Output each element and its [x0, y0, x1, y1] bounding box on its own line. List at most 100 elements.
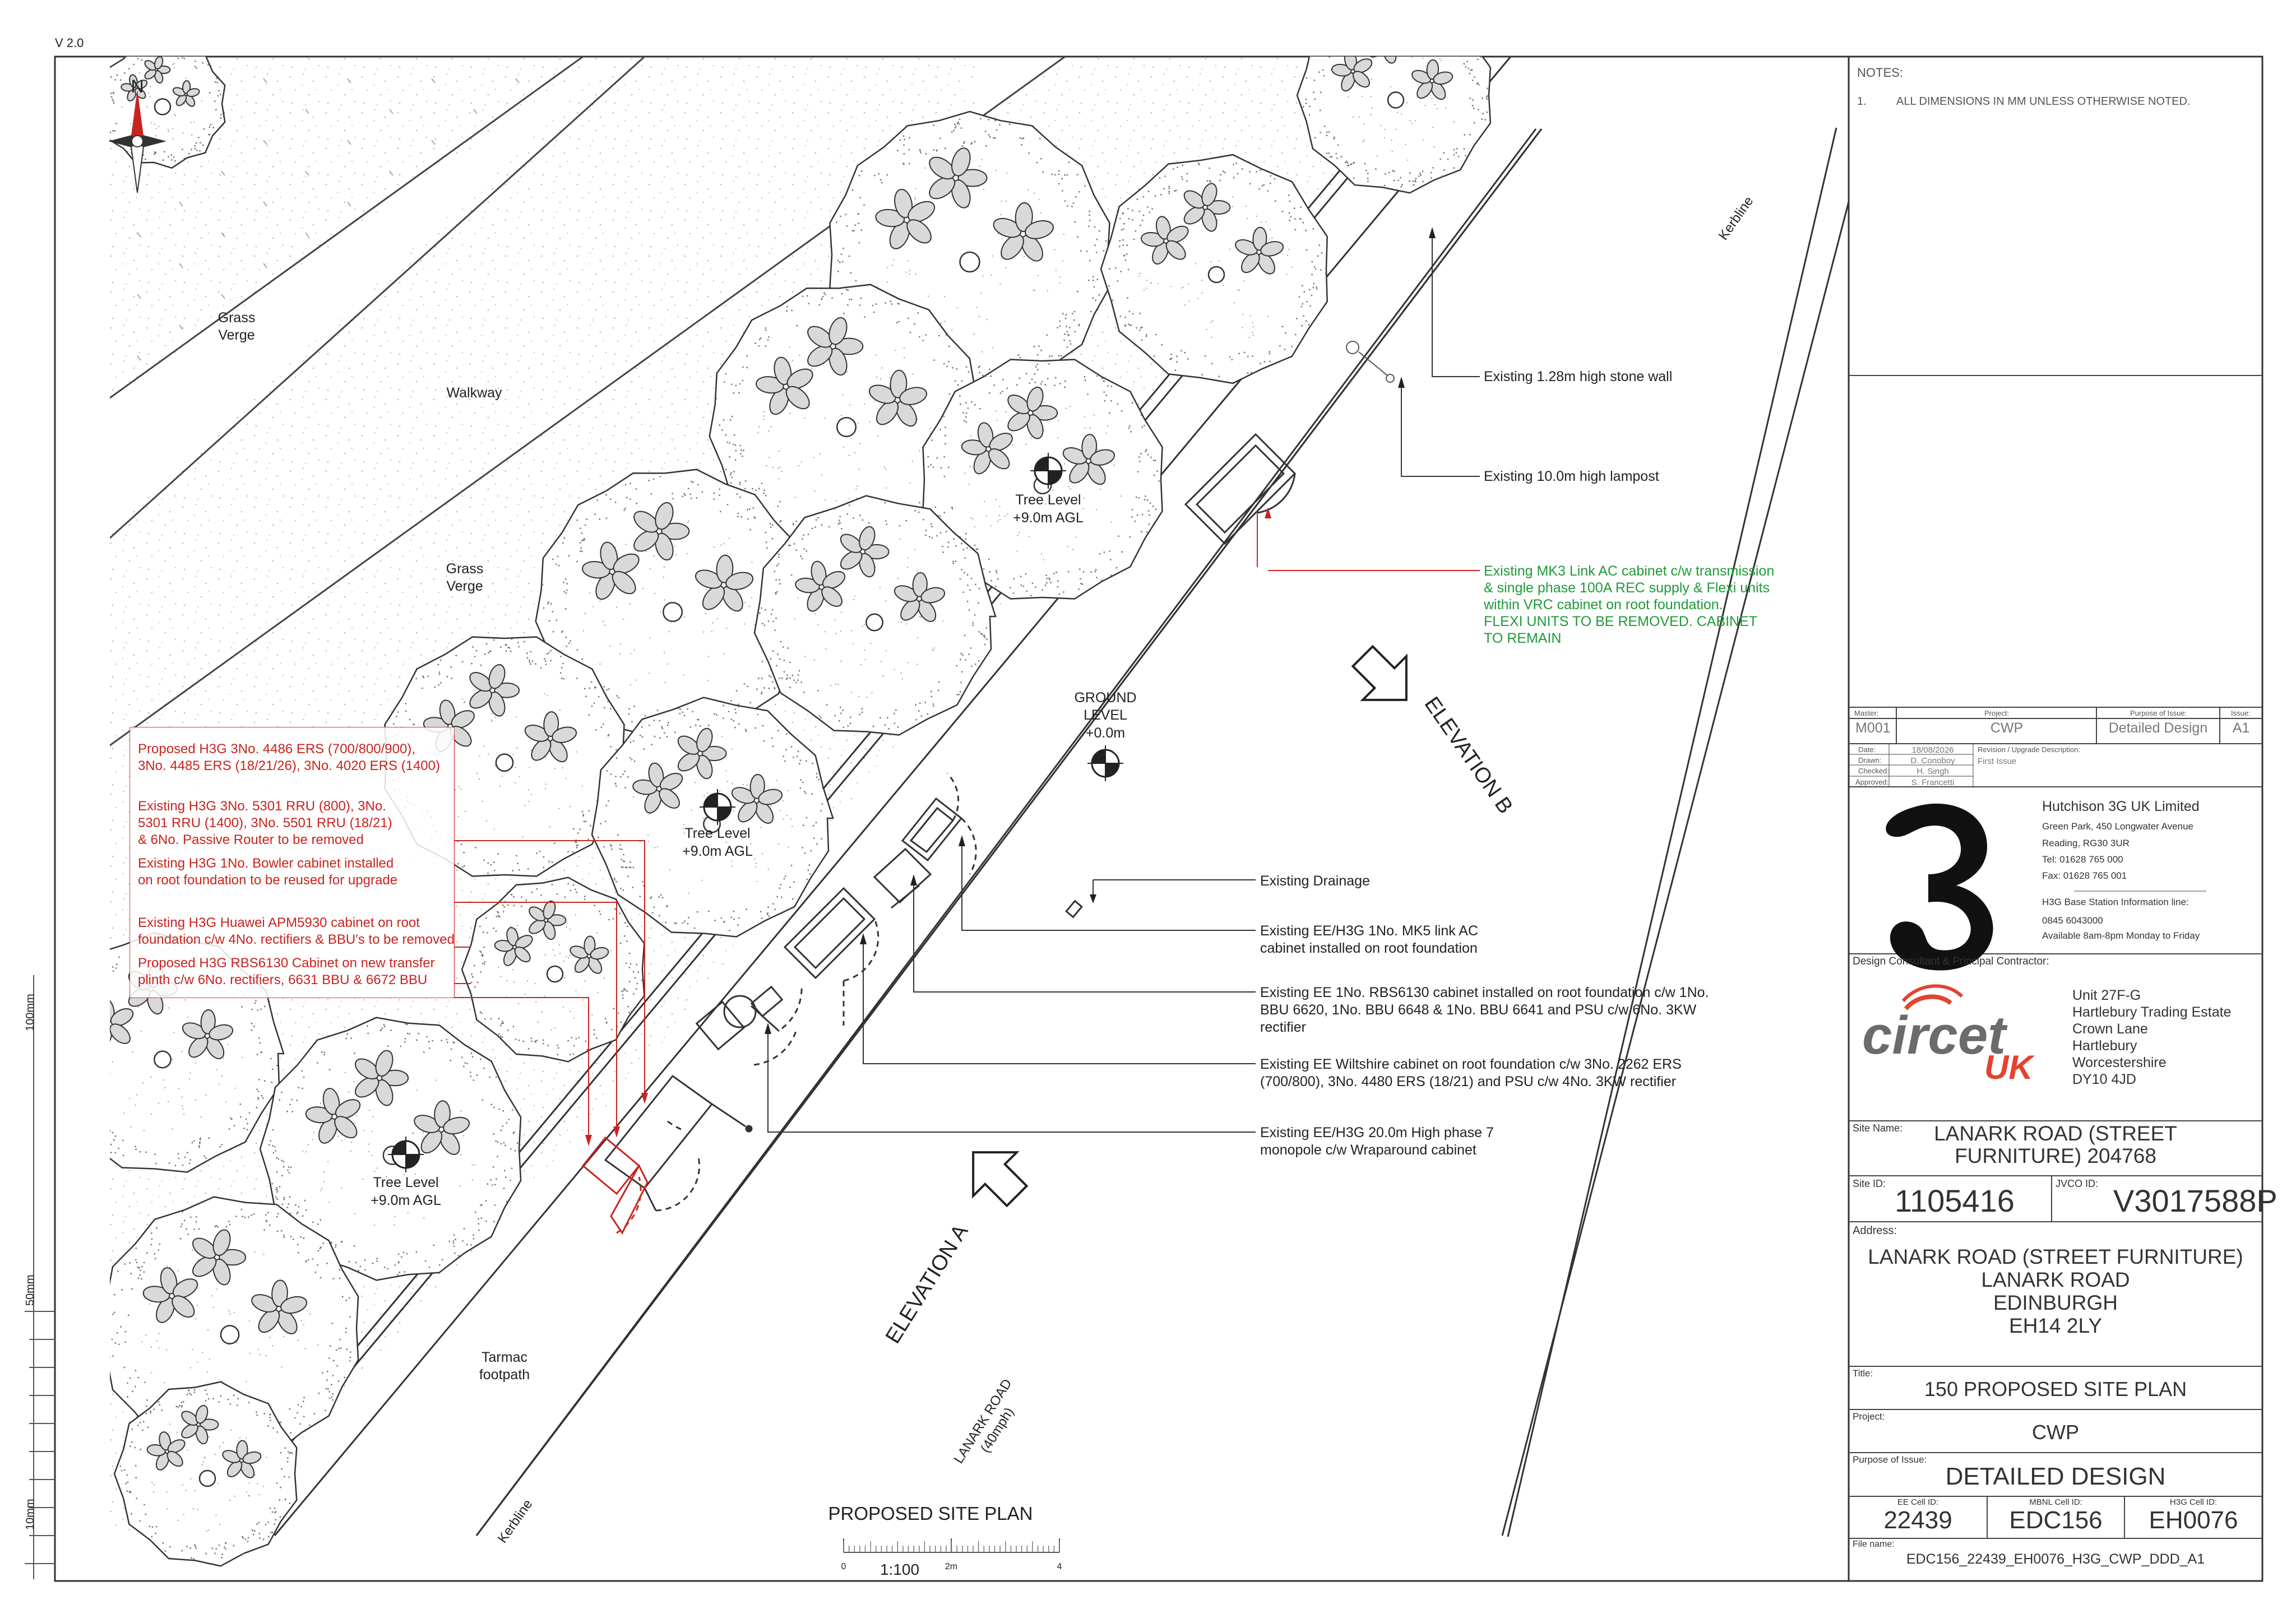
- drawn-value: D. Conoboy: [1910, 756, 1955, 766]
- site-id-label: Site ID:: [1853, 1178, 1886, 1189]
- circet-address-6: DY10 4JD: [2072, 1072, 2136, 1087]
- elevation-a-label: ELEVATION A: [881, 1220, 973, 1348]
- checked-value: H. Singh: [1917, 767, 1949, 776]
- tree-canopy: [1100, 154, 1328, 384]
- approved-value: S. Francetti: [1911, 778, 1955, 787]
- tree-canopy: [709, 284, 985, 559]
- note-bowler: Existing H3G 1No. Bowler cabinet install…: [138, 856, 397, 888]
- title-label: Title:: [1853, 1368, 1873, 1379]
- footway-cabinets: [604, 772, 1083, 1212]
- mbnl-cell-id-label: MBNL Cell ID:: [2029, 1497, 2082, 1507]
- revision-label: Revision / Upgrade Description:: [1978, 745, 2080, 754]
- note-huawei: Existing H3G Huawei APM5930 cabinet on r…: [138, 915, 455, 947]
- circet-address-3: Crown Lane: [2072, 1021, 2148, 1037]
- kerbline-visible: [475, 128, 1537, 1536]
- titleblock-grid: [1849, 375, 2262, 1539]
- checked-label: Checked:: [1858, 767, 1889, 775]
- drawing-title: 150 PROPOSED SITE PLAN: [1924, 1378, 2187, 1401]
- leader-arrows: [765, 227, 1436, 1034]
- margin-scale-100mm: 100mm: [24, 994, 36, 1031]
- proposed-rbs6130-cabinet: [581, 1136, 649, 1235]
- h3g-company-name: Hutchison 3G UK Limited: [2042, 799, 2200, 814]
- red-notes-bg: [130, 727, 454, 998]
- address-label: Address:: [1853, 1225, 1897, 1237]
- master-label: Master:: [1854, 709, 1879, 717]
- project-label: Project:: [1853, 1411, 1885, 1422]
- mbnl-cell-id-value: EDC156: [2009, 1506, 2103, 1534]
- scale-ticks: [843, 1541, 1060, 1552]
- kerbline-line-top: [1502, 129, 1833, 1536]
- kerbline-line: [1502, 112, 1819, 1536]
- project-value: CWP: [2032, 1421, 2079, 1444]
- level-markers: [388, 453, 1123, 1172]
- file-name-value: EDC156_22439_EH0076_H3G_CWP_DDD_A1: [1906, 1551, 2205, 1567]
- date-value: 18/08/2026: [1911, 745, 1954, 755]
- note-drainage: Existing Drainage: [1260, 873, 1370, 889]
- circet-address-2: Hartlebury Trading Estate: [2072, 1004, 2232, 1020]
- project-label-top: Project:: [1984, 709, 2010, 717]
- address-line-1: LANARK ROAD (STREET FURNITURE): [1868, 1245, 2243, 1268]
- svg-text:circet: circet: [1862, 1005, 2008, 1065]
- purpose-value-top: Detailed Design: [2108, 720, 2208, 736]
- road-label: LANARK ROAD(40mph): [951, 1376, 1030, 1475]
- h3g-info-phone: 0845 6043000: [2042, 915, 2103, 926]
- note-rbs6130: Existing EE 1No. RBS6130 cabinet install…: [1260, 985, 1709, 1035]
- walkway-label: Walkway: [446, 385, 502, 401]
- h3g-cell-id-label: H3G Cell ID:: [2169, 1497, 2218, 1507]
- note-1-text: ALL DIMENSIONS IN MM UNLESS OTHERWISE NO…: [1896, 95, 2191, 108]
- note-lampost: Existing 10.0m high lampost: [1484, 469, 1659, 484]
- issue-label: Issue:: [2231, 709, 2251, 717]
- level-marker-icon: [388, 1137, 424, 1172]
- h3g-fax: Fax: 01628 765 001: [2042, 870, 2127, 881]
- site-name-label: Site Name:: [1853, 1123, 1903, 1134]
- tree-canopy: [259, 1017, 522, 1281]
- note-existing-rru: Existing H3G 3No. 5301 RRU (800), 3No.53…: [138, 799, 392, 847]
- circet-address-5: Worcestershire: [2072, 1055, 2167, 1070]
- lampost: [1346, 341, 1395, 383]
- circet-address-1: Unit 27F-G: [2072, 987, 2141, 1003]
- margin-scale: [25, 975, 55, 1579]
- site-name-line-1: LANARK ROAD (STREET: [1934, 1122, 2177, 1145]
- road-edge-line: [1508, 129, 1816, 1536]
- h3g-tel: Tel: 01628 765 000: [2042, 854, 2123, 865]
- kerbline-far: [1508, 157, 1844, 1536]
- margin-scale-10mm: 10mm: [24, 1499, 36, 1530]
- elevation-a-arrow: [972, 1151, 1029, 1208]
- approved-label: Approved:: [1855, 778, 1889, 786]
- h3g-address-1: Green Park, 450 Longwater Avenue: [2042, 821, 2193, 832]
- drawn-label: Drawn:: [1858, 756, 1882, 764]
- level-marker-icon: [1030, 453, 1066, 489]
- tree-canopy: [113, 1381, 298, 1567]
- grass-verge-area-2: [110, 57, 975, 745]
- purpose-label: Purpose of Issue:: [1853, 1454, 1927, 1465]
- tree-canopy: [535, 469, 812, 744]
- address-line-3: EDINBURGH: [1993, 1291, 2118, 1314]
- note-wiltshire: Existing EE Wiltshire cabinet on root fo…: [1260, 1056, 1682, 1089]
- scale-ratio: 1:100: [880, 1561, 919, 1578]
- tree-level-label-2: Tree Level+9.0m AGL: [682, 826, 753, 859]
- north-arrow-icon: [108, 90, 166, 193]
- kerbline-east-visible: [1507, 127, 1837, 1537]
- note-proposed-rbs: Proposed H3G RBS6130 Cabinet on new tran…: [138, 956, 435, 987]
- leader-lines: [767, 230, 1480, 1133]
- date-label: Date:: [1858, 745, 1876, 754]
- kerbline-label-top: Kerbline: [1716, 194, 1757, 243]
- mk3-cabinet: [1184, 433, 1297, 567]
- note-proposed-ers: Proposed H3G 3No. 4486 ERS (700/800/900)…: [138, 741, 440, 773]
- notes-heading: NOTES:: [1857, 66, 1903, 80]
- address-line-2: LANARK ROAD: [1981, 1268, 2130, 1291]
- level-marker-icon: [700, 789, 735, 825]
- north-label: N: [131, 76, 144, 96]
- tree-canopy: [753, 495, 997, 736]
- elevation-b-label: ELEVATION B: [1420, 693, 1517, 818]
- ee-cell-id-value: 22439: [1883, 1506, 1952, 1534]
- master-value: M001: [1855, 720, 1891, 736]
- svg-text:UK: UK: [1984, 1049, 2035, 1086]
- note-1-number: 1.: [1857, 95, 1867, 108]
- road-kerb: [1508, 135, 1822, 1524]
- site-name-line-2: FURNITURE) 204768: [1955, 1144, 2156, 1167]
- version-label: V 2.0: [55, 36, 84, 50]
- circet-address-4: Hartlebury: [2072, 1038, 2137, 1054]
